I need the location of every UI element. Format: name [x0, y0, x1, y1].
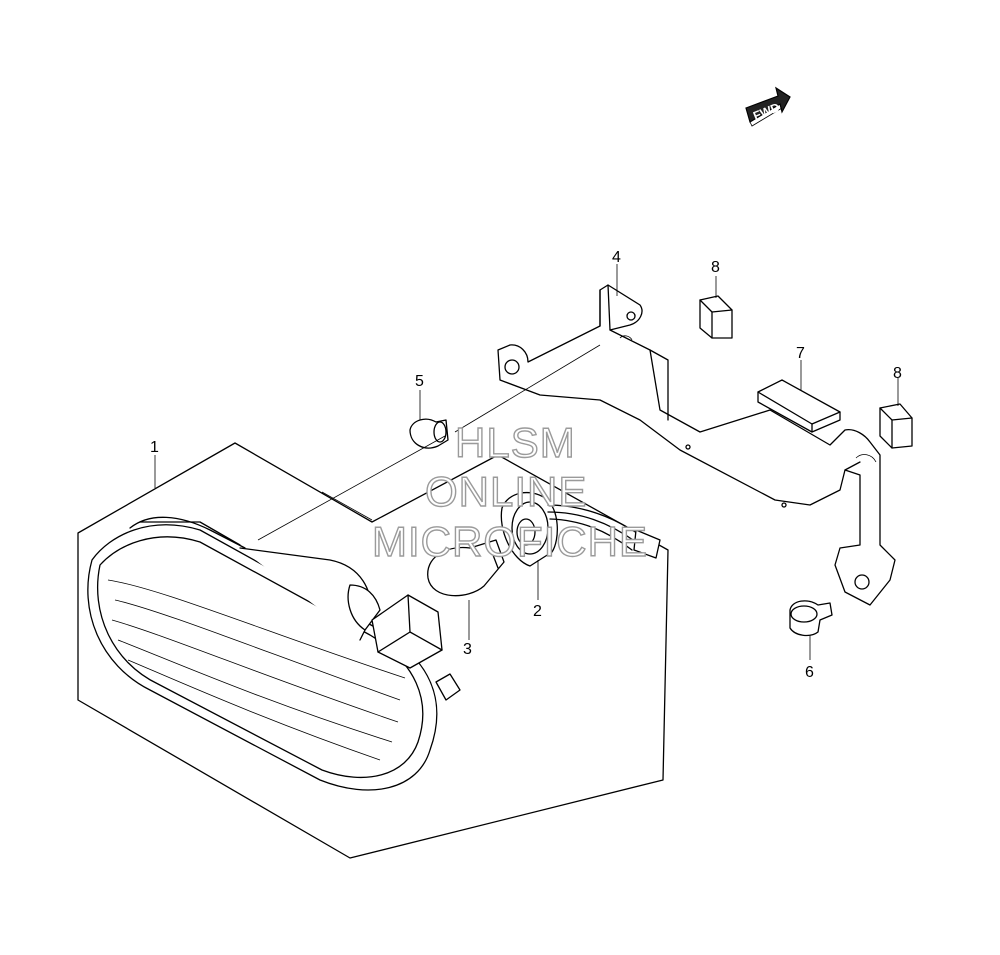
bulb: [427, 539, 505, 597]
bolt: [789, 600, 833, 637]
bulb-socket: [500, 491, 661, 567]
callout-5: 5: [415, 373, 424, 390]
callout-3: 3: [463, 641, 472, 658]
leader-lines: [154, 264, 899, 660]
callout-8b: 8: [893, 365, 902, 382]
watermark-line-1: HLSM: [455, 419, 576, 466]
rubber-pad: [757, 379, 841, 433]
grommet: [409, 418, 449, 449]
callout-2: 2: [533, 603, 542, 620]
callout-8a: 8: [711, 259, 720, 276]
watermark-line-2: ONLINE: [425, 468, 587, 515]
callout-7: 7: [796, 345, 805, 362]
watermark: HLSM ONLINE MICROFICHE: [371, 418, 648, 565]
cushion-b: [879, 403, 913, 449]
watermark-line-3: MICROFICHE: [372, 518, 648, 565]
fwd-arrow-icon: FWD: [745, 86, 791, 127]
tail-light-assembly: [77, 442, 669, 859]
bracket: [497, 284, 896, 606]
callout-6: 6: [805, 664, 814, 681]
cushion-a: [699, 295, 733, 339]
callout-1: 1: [150, 439, 159, 456]
callout-labels: 1 2 3 4 5 6 7 8 8: [150, 249, 902, 681]
fwd-label: FWD: [751, 100, 782, 123]
callout-4: 4: [612, 249, 621, 266]
